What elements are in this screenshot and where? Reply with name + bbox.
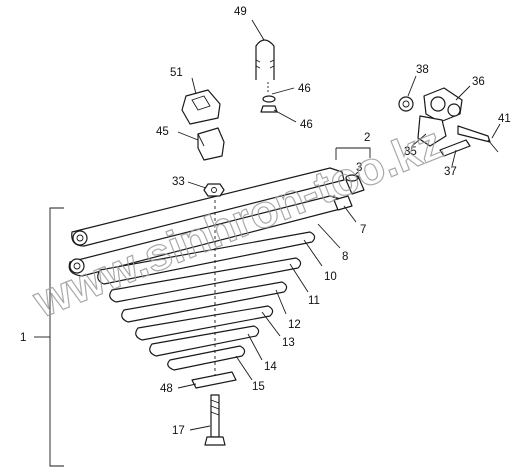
center-bolt-17 <box>204 394 226 446</box>
callout-17: 17 <box>172 425 185 437</box>
leader-49 <box>251 19 265 41</box>
callout-35: 35 <box>404 146 417 158</box>
callout-46-upper: 46 <box>298 83 311 95</box>
callout-37: 37 <box>444 166 457 178</box>
callout-1: 1 <box>20 332 26 344</box>
callout-41: 41 <box>498 113 511 125</box>
leader-41 <box>491 123 501 139</box>
bracket-51 <box>181 89 221 125</box>
callout-14: 14 <box>264 361 277 373</box>
leader-12 <box>275 289 287 315</box>
callout-45: 45 <box>156 126 169 138</box>
leader-8 <box>317 223 341 249</box>
leader-2 <box>335 147 371 160</box>
callout-7: 7 <box>360 224 366 236</box>
callout-3: 3 <box>356 162 362 174</box>
bushing-7 <box>333 195 353 211</box>
leader-37 <box>451 149 457 167</box>
callout-38: 38 <box>416 64 429 76</box>
callout-51: 51 <box>170 67 183 79</box>
leaf-14 <box>149 325 260 357</box>
nut-46 <box>260 105 278 113</box>
leader-38 <box>407 75 417 97</box>
callout-12: 12 <box>288 319 301 331</box>
bumper-45 <box>197 127 225 161</box>
callout-33: 33 <box>172 176 185 188</box>
callout-10: 10 <box>324 271 337 283</box>
leader-11 <box>289 263 309 293</box>
leader-46a <box>271 87 295 95</box>
leaf-12 <box>121 281 288 323</box>
bushing-3 <box>345 174 365 195</box>
washer-46 <box>262 95 276 103</box>
plate-48 <box>191 371 237 389</box>
leader-10 <box>303 239 323 267</box>
callout-46-lower: 46 <box>300 119 313 131</box>
leader-45 <box>177 131 199 141</box>
callout-2: 2 <box>364 132 370 144</box>
callout-36: 36 <box>472 76 485 88</box>
main-leaf-upper <box>71 167 345 247</box>
callout-48: 48 <box>160 383 173 395</box>
assembly-bracket <box>49 207 64 467</box>
leader-15 <box>235 355 253 381</box>
leader-35 <box>411 133 427 147</box>
leader-33 <box>187 181 207 189</box>
leader-7 <box>343 205 357 223</box>
leader-13 <box>261 311 281 337</box>
leader-14 <box>247 333 263 361</box>
leader-3 <box>353 171 359 177</box>
callout-15: 15 <box>252 381 265 393</box>
shackle-assembly <box>417 87 499 157</box>
u-bolt-49 <box>255 39 275 92</box>
leader-17 <box>189 425 211 431</box>
callout-8: 8 <box>342 251 348 263</box>
leaf-10 <box>97 231 316 285</box>
washer-38 <box>398 96 414 112</box>
leader-36 <box>455 85 471 101</box>
leaf-11 <box>109 257 302 303</box>
callout-13: 13 <box>282 337 295 349</box>
leaf-13 <box>135 305 274 341</box>
leader-51 <box>191 77 197 95</box>
leader-48 <box>177 383 197 389</box>
leader-46b <box>273 109 297 123</box>
callout-49: 49 <box>234 6 247 18</box>
callout-11: 11 <box>308 295 320 307</box>
nut-33 <box>203 183 225 197</box>
leaf-15 <box>167 345 246 371</box>
